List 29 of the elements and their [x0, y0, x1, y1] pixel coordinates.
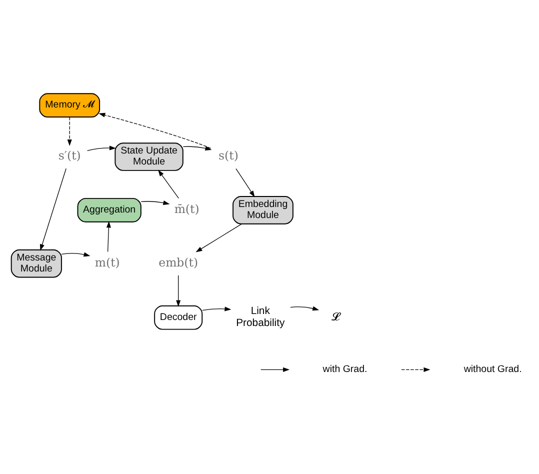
arrow	[40, 168, 66, 250]
node-box: Decoder	[154, 304, 203, 330]
arrow	[98, 112, 212, 148]
arrow	[67, 116, 72, 146]
node-text: Link Probability	[236, 306, 285, 328]
node-text: 𝓛	[331, 308, 340, 323]
legend-label: without Grad.	[464, 363, 522, 374]
arrow	[236, 168, 255, 197]
arrow	[158, 169, 180, 198]
node-box: Embedding Module	[232, 196, 294, 224]
node-text: s′(t)	[58, 148, 81, 162]
legend-label: with Grad.	[322, 363, 368, 374]
arrow	[290, 306, 320, 310]
arrow	[202, 306, 232, 311]
node-box: State Update Module	[114, 142, 184, 170]
node-box: Memory 𝓜	[39, 92, 100, 118]
arrow	[140, 200, 170, 204]
node-text: m(t)	[94, 254, 120, 269]
arrow	[182, 146, 212, 150]
arrow	[106, 220, 111, 252]
arrow	[86, 145, 116, 150]
node-box: Message Module	[10, 248, 62, 278]
node-text: emb(t)	[158, 254, 198, 269]
node-box: Aggregation	[77, 197, 142, 222]
node-text: m̄(t)	[174, 202, 200, 216]
arrow	[196, 223, 242, 252]
arrow	[61, 252, 90, 256]
node-text: s(t)	[218, 148, 238, 162]
arrow	[176, 274, 181, 306]
